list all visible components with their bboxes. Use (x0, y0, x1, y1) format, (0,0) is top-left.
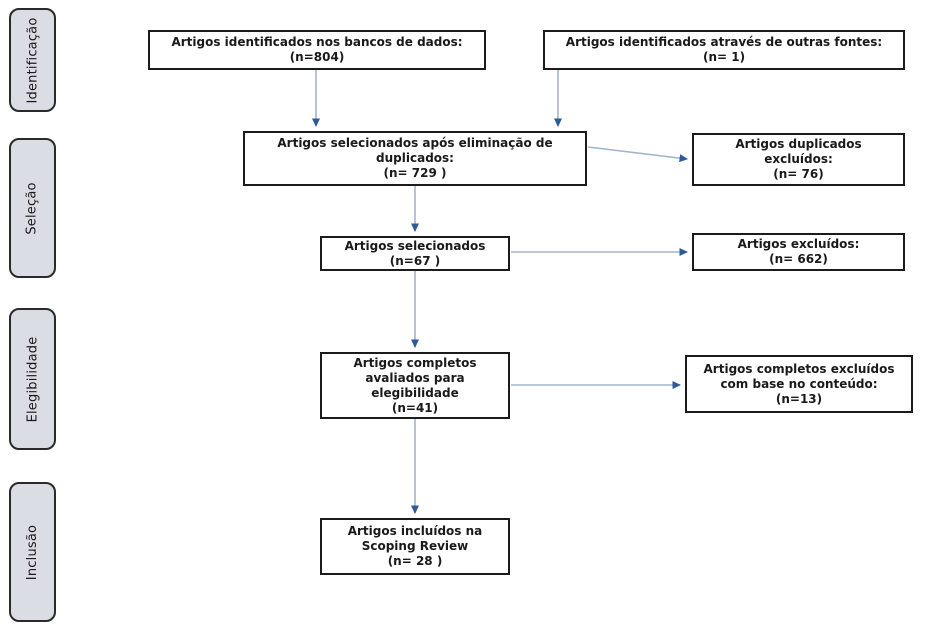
box-after-duplicates-text: Artigos selecionados após eliminação de … (277, 136, 553, 165)
box-included-count: (n= 28 ) (387, 554, 443, 568)
box-selected-count: (n=67 ) (389, 253, 441, 268)
box-duplicates-excluded: Artigos duplicados excluídos: (n= 76) (692, 133, 905, 186)
box-fulltext-assessed-text: Artigos completos avaliados para elegibi… (353, 355, 477, 400)
stage-selection-label: Seleção (25, 181, 41, 235)
stage-identification-label: Identificação (25, 16, 41, 104)
box-duplicates-excluded-text: Artigos duplicados excluídos: (735, 137, 862, 166)
box-after-duplicates: Artigos selecionados após eliminação de … (243, 131, 587, 186)
stage-identification: Identificação (9, 8, 56, 112)
box-fulltext-excluded-text: Artigos completos excluídos com base no … (703, 361, 895, 391)
box-after-duplicates-count: (n= 729 ) (383, 166, 447, 180)
box-selected-text: Artigos selecionados (344, 238, 486, 253)
box-identified-databases-text: Artigos identificados nos bancos de dado… (171, 35, 463, 49)
box-included-text: Artigos incluídos na Scoping Review (347, 524, 483, 553)
box-identified-other-sources: Artigos identificados através de outras … (543, 30, 905, 70)
box-identified-databases-count: (n=804) (289, 50, 345, 64)
box-excluded: Artigos excluídos: (n= 662) (692, 233, 905, 271)
stage-inclusion: Inclusão (9, 482, 56, 622)
box-fulltext-excluded: Artigos completos excluídos com base no … (685, 355, 913, 413)
arrow-afterdup-to-dupexcluded (587, 146, 688, 163)
stage-selection: Seleção (9, 138, 56, 278)
stage-eligibility: Elegibilidade (9, 308, 56, 450)
box-selected: Artigos selecionados (n=67 ) (320, 236, 510, 271)
box-fulltext-assessed-count: (n=41) (391, 400, 439, 415)
box-identified-other-sources-text: Artigos identificados através de outras … (565, 35, 883, 49)
box-fulltext-assessed: Artigos completos avaliados para elegibi… (320, 352, 510, 419)
box-identified-other-sources-count: (n= 1) (702, 50, 746, 64)
box-excluded-count: (n= 662) (769, 252, 828, 266)
box-fulltext-excluded-count: (n=13) (775, 391, 823, 406)
stage-eligibility-label: Elegibilidade (25, 336, 40, 422)
box-included: Artigos incluídos na Scoping Review (n= … (320, 518, 510, 575)
box-excluded-text: Artigos excluídos: (737, 237, 860, 251)
box-identified-databases: Artigos identificados nos bancos de dado… (148, 30, 486, 70)
stage-inclusion-label: Inclusão (25, 524, 40, 580)
box-duplicates-excluded-count: (n= 76) (773, 167, 824, 181)
